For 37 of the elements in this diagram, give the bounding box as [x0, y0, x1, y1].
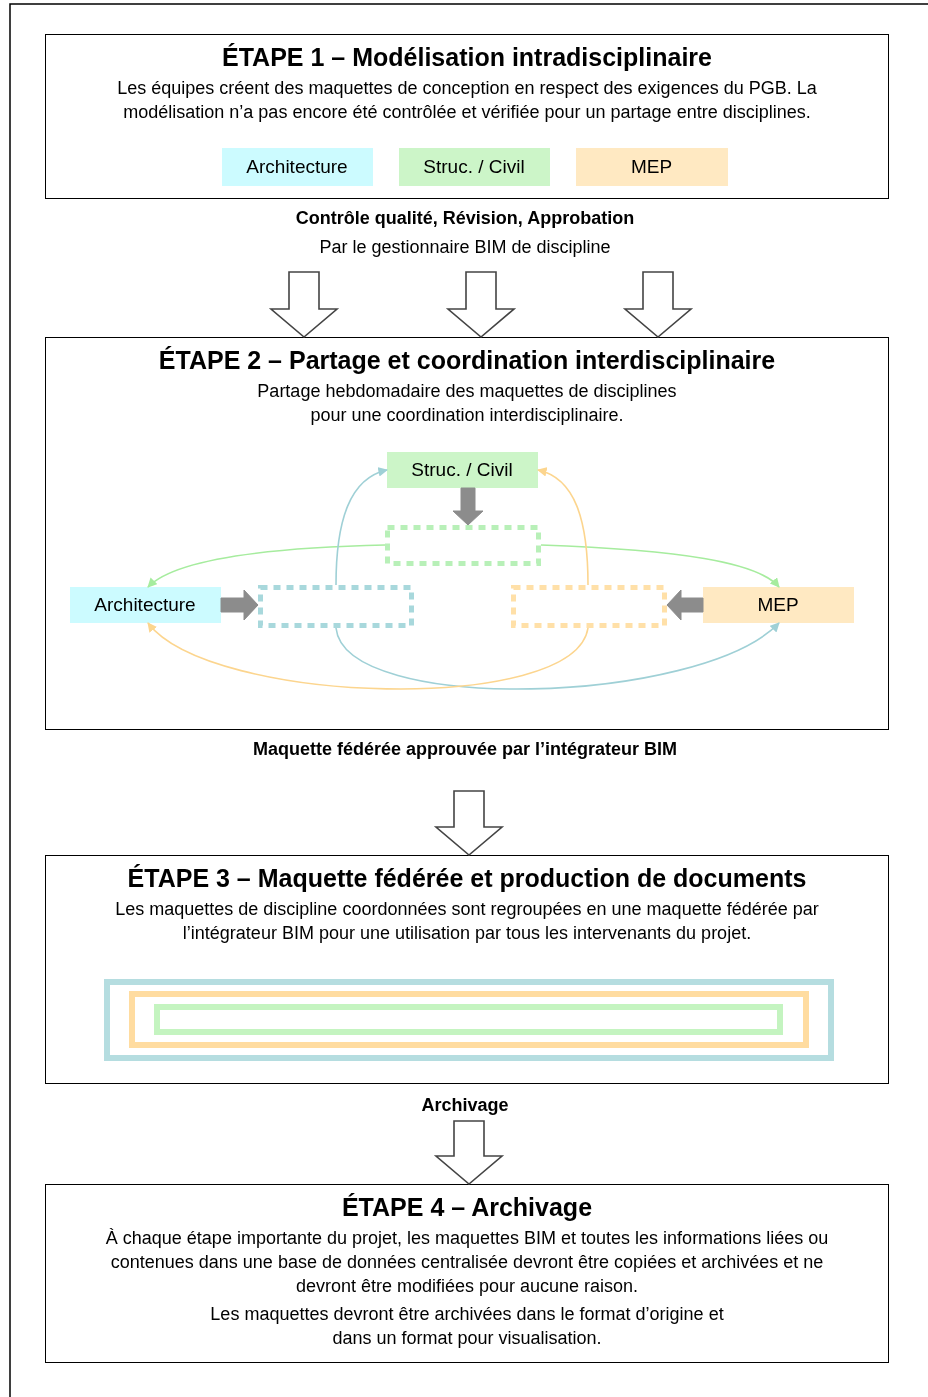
block-arrow	[433, 790, 505, 857]
stage-box	[45, 855, 889, 1084]
stage-heading: ÉTAPE 3 – Maquette fédérée et production de documents	[127, 864, 807, 893]
discipline-tag: MEP	[702, 586, 854, 623]
discipline-tag: Architecture	[69, 586, 221, 623]
block-arrow	[433, 1120, 505, 1186]
curved-arrow	[147, 622, 589, 690]
block-arrow	[622, 271, 694, 339]
block-arrow	[268, 271, 340, 339]
solid-arrow	[666, 589, 704, 621]
curved-arrow	[147, 544, 386, 588]
curved-arrow	[540, 544, 780, 588]
stage-description: À chaque étape importante du projet, les maquettes BIM et toutes les informations liées ou contenues dans une base de données centralisée devront être copiées et archivées et ne devront être modifiées pour aucune raison.	[104, 1227, 830, 1298]
discipline-tag: Struc. / Civil	[398, 147, 550, 186]
stage-box	[45, 1184, 889, 1363]
step-caption: Maquette fédérée approuvée par l’intégrateur BIM	[215, 735, 715, 791]
curved-arrow	[335, 622, 780, 690]
step-caption: Archivage	[380, 1091, 550, 1121]
curved-arrow	[335, 467, 388, 586]
stage-heading: ÉTAPE 2 – Partage et coordination interdisciplinaire	[158, 346, 776, 375]
step-note: Par le gestionnaire BIM de discipline	[318, 236, 612, 259]
solid-arrow	[220, 589, 259, 621]
stage-description: Les équipes créent des maquettes de conception en respect des exigences du PGB. La modélisation n’a pas encore été contrôlée et vérifiée pour un partage entre disciplines.	[116, 77, 818, 124]
discipline-tag: MEP	[575, 147, 728, 186]
discipline-tag: Architecture	[221, 147, 373, 186]
stage-box	[45, 337, 889, 730]
block-arrow	[445, 271, 517, 339]
discipline-tag: Struc. / Civil	[386, 451, 538, 488]
stage-description: Partage hebdomadaire des maquettes de disciplines pour une coordination interdisciplinaire.	[256, 380, 678, 427]
stage-box	[45, 34, 889, 199]
solid-arrow	[452, 487, 484, 526]
step-caption: Contrôle qualité, Révision, Approbation	[294, 207, 636, 230]
stage-description: Les maquettes devront être archivées dans le format d’origine et dans un format pour visualisation.	[209, 1303, 725, 1350]
stage-heading: ÉTAPE 4 – Archivage	[341, 1193, 593, 1222]
stage-description: Les maquettes de discipline coordonnées sont regroupées en une maquette fédérée par l’intégrateur BIM pour une utilisation par tous les intervenants du projet.	[114, 898, 820, 945]
stage-heading: ÉTAPE 1 – Modélisation intradisciplinaire	[222, 43, 712, 72]
curved-arrow	[537, 467, 589, 586]
